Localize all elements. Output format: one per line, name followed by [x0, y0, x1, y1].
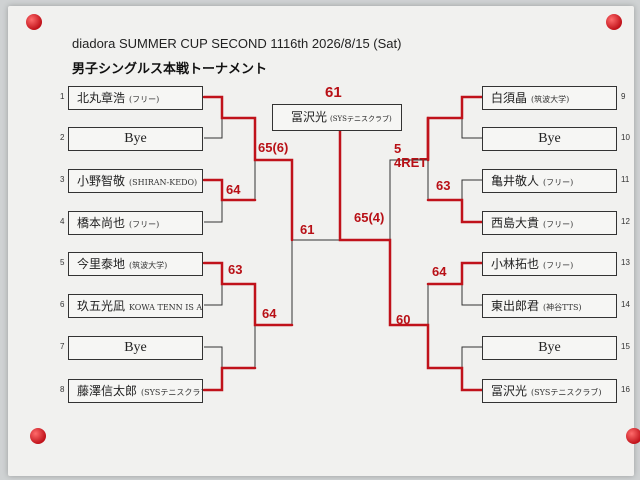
pushpin-icon [26, 14, 42, 30]
player-affiliation: (筑波大学) [531, 95, 570, 104]
player-name: 藤澤信太郎 [77, 384, 138, 398]
player-name: 玖五光凪 [77, 299, 126, 313]
player-slot: 藤澤信太郎(SYSテニスクラブ) [68, 379, 203, 403]
player-affiliation: (神谷TTS) [543, 303, 582, 312]
player-name: 小野智敬 [77, 174, 126, 188]
player-name: 亀井敬人 [491, 174, 540, 188]
player-affiliation: (フリー) [543, 178, 574, 187]
player-affiliation: (SHIRAN-KEDO) [129, 178, 198, 187]
pushpin-icon [30, 428, 46, 444]
player-affiliation: KOWA TENN IS ACADEMY [129, 303, 203, 312]
seed-number: 3 [60, 175, 65, 184]
player-name: 小林拓也 [491, 257, 540, 271]
champion-slot: 冨沢光(SYSテニスクラブ) [272, 104, 402, 131]
player-affiliation: (フリー) [129, 220, 160, 229]
player-slot-bye: Bye [482, 336, 617, 360]
match-score: 65(4) [354, 210, 385, 225]
player-affiliation: (フリー) [543, 220, 574, 229]
player-slot: 亀井敬人(フリー) [482, 169, 617, 193]
player-affiliation: (SYSテニスクラブ) [141, 388, 202, 397]
player-name: 北丸章浩 [77, 91, 126, 105]
seed-number: 6 [60, 300, 65, 309]
player-name: 白須晶 [491, 91, 528, 105]
player-name: 今里泰地 [77, 257, 126, 271]
tournament-subtitle: 男子シングルス本戦トーナメント [72, 62, 268, 77]
match-score: 65(6) [258, 140, 289, 155]
player-slot-bye: Bye [482, 127, 617, 151]
player-slot: 西島大貴(フリー) [482, 211, 617, 235]
match-score: 64 [226, 182, 241, 197]
player-slot: 小林拓也(フリー) [482, 252, 617, 276]
match-score: 64 [432, 264, 447, 279]
player-slot-bye: Bye [68, 336, 203, 360]
player-name: 橋本尚也 [77, 216, 126, 230]
player-affiliation: (フリー) [129, 95, 160, 104]
seed-number: 16 [621, 385, 630, 394]
match-score: 60 [396, 312, 411, 327]
pushpin-icon [606, 14, 622, 30]
seed-number: 11 [621, 175, 630, 184]
player-slot-bye: Bye [68, 127, 203, 151]
seed-number: 15 [621, 342, 630, 351]
player-slot: 東出郎君(神谷TTS) [482, 294, 617, 318]
seed-number: 9 [621, 92, 626, 101]
seed-number: 8 [60, 385, 65, 394]
player-affiliation: (SYSテニスクラブ) [531, 388, 602, 397]
player-slot: 白須晶(筑波大学) [482, 86, 617, 110]
seed-number: 10 [621, 133, 630, 142]
player-slot: 小野智敬(SHIRAN-KEDO) [68, 169, 203, 193]
champion-name: 冨沢光 [291, 110, 328, 124]
seed-number: 4 [60, 217, 65, 226]
player-name: 東出郎君 [491, 299, 540, 313]
seed-number: 13 [621, 258, 630, 267]
match-score: 5 4RET [394, 141, 428, 170]
player-affiliation: (フリー) [543, 261, 574, 270]
player-slot: 橋本尚也(フリー) [68, 211, 203, 235]
player-name: 冨沢光 [491, 384, 528, 398]
seed-number: 2 [60, 133, 65, 142]
match-score: 61 [300, 222, 315, 237]
seed-number: 1 [60, 92, 65, 101]
seed-number: 5 [60, 258, 65, 267]
seed-number: 12 [621, 217, 630, 226]
player-slot: 北丸章浩(フリー) [68, 86, 203, 110]
match-score: 63 [228, 262, 243, 277]
player-slot: 今里泰地(筑波大学) [68, 252, 203, 276]
player-affiliation: (筑波大学) [129, 261, 168, 270]
player-name: 西島大貴 [491, 216, 540, 230]
player-slot: 冨沢光(SYSテニスクラブ) [482, 379, 617, 403]
champion-affiliation: (SYSテニスクラブ) [330, 115, 392, 123]
pushpin-icon [626, 428, 640, 444]
seed-number: 7 [60, 342, 65, 351]
final-score: 61 [325, 84, 342, 101]
seed-number: 14 [621, 300, 630, 309]
tournament-title: diadora SUMMER CUP SECOND 1116th 2026/8/… [72, 36, 402, 51]
match-score: 64 [262, 306, 277, 321]
match-score: 63 [436, 178, 451, 193]
